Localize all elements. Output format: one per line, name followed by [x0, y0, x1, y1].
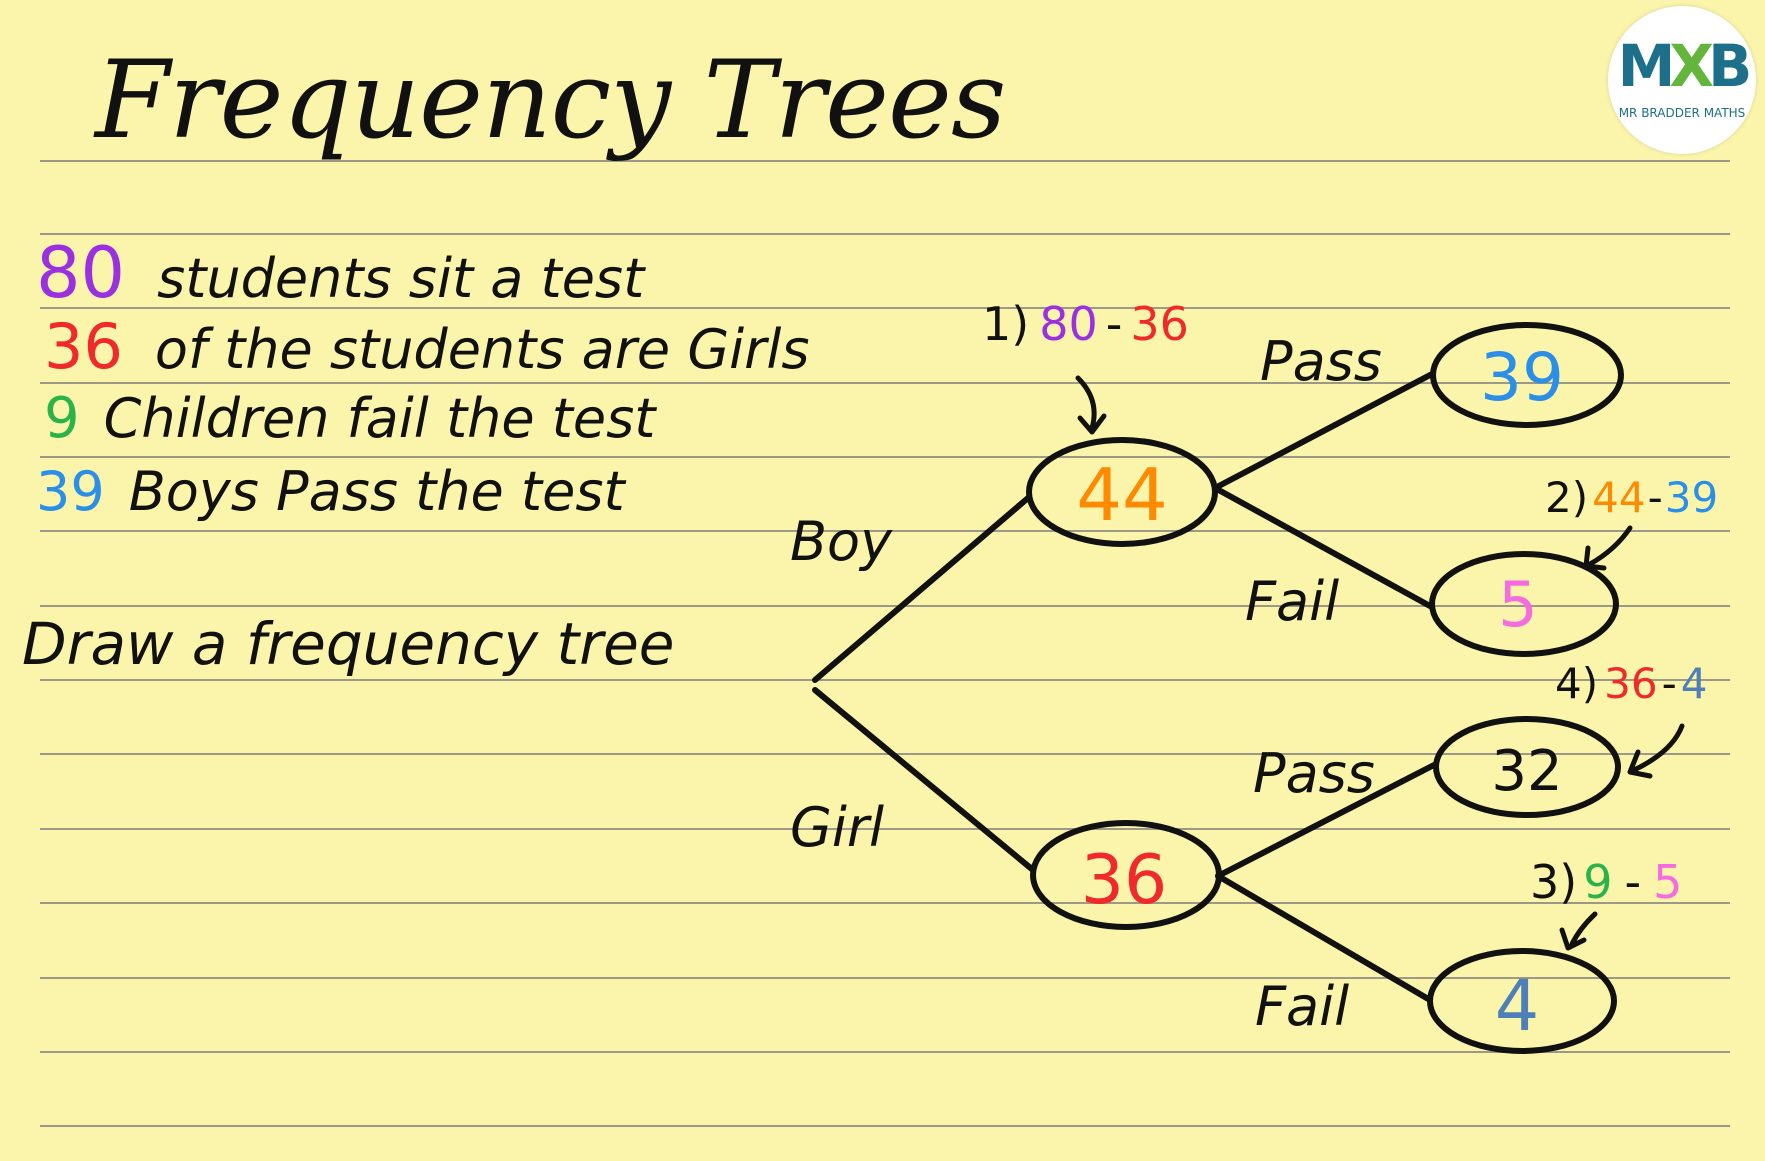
branch-label-boy-pass: Pass	[1260, 330, 1382, 393]
branch-label-girl-pass: Pass	[1253, 742, 1375, 805]
working-step-4: 4)36-4	[1555, 659, 1707, 708]
logo-subtitle: MR BRADDER MATHS	[1618, 106, 1746, 120]
problem-line-2: 36 of the students are Girls	[44, 310, 810, 383]
arrow-step-4	[1631, 723, 1685, 773]
logo-letter: B	[1708, 32, 1752, 100]
problem-text: of the students are Girls	[154, 318, 810, 381]
working-step-number: 3)	[1530, 855, 1577, 909]
node-value-girl-pass: 32	[1491, 739, 1562, 804]
arrow-step-3	[1569, 911, 1598, 947]
ruled-line	[40, 307, 1730, 309]
ruled-line	[40, 828, 1730, 830]
problem-line-4: 39 Boys Pass the test	[36, 460, 625, 523]
arrow-head-icon	[1583, 545, 1607, 571]
problem-value: 80	[36, 232, 126, 314]
node-girl	[1030, 820, 1222, 930]
working-operand-a: 44	[1592, 473, 1645, 522]
branch-girl	[812, 687, 1036, 873]
problem-text: Children fail the test	[103, 387, 656, 450]
ruled-line	[40, 530, 1730, 532]
working-operand-a: 80	[1039, 297, 1098, 351]
node-girl-fail	[1427, 948, 1617, 1054]
ruled-line	[40, 902, 1730, 904]
working-operand-b: 36	[1130, 297, 1189, 351]
working-operand-b: 4	[1681, 659, 1708, 708]
ruled-line	[40, 1051, 1730, 1053]
node-value-boy: 44	[1076, 453, 1168, 537]
branch-boy-fail	[1212, 485, 1433, 609]
working-operand-a: 9	[1583, 855, 1612, 909]
branch-girl-pass	[1215, 762, 1437, 879]
branch-boy	[812, 495, 1031, 683]
working-operator: -	[1662, 659, 1677, 708]
node-boy-fail	[1429, 551, 1619, 657]
logo-letter: M	[1617, 32, 1676, 100]
ruled-line	[40, 456, 1730, 458]
working-step-1: 1)80-36	[982, 297, 1189, 351]
logo-letter: X	[1669, 32, 1714, 100]
node-boy-pass	[1430, 322, 1624, 428]
logo-mark-icon: MXB	[1608, 32, 1756, 100]
node-girl-pass	[1433, 716, 1621, 818]
arrow-head-icon	[1627, 749, 1653, 779]
ruled-line	[40, 382, 1730, 384]
working-operator: -	[1625, 855, 1642, 909]
working-step-2: 2)44-39	[1545, 473, 1718, 522]
arrow-head-icon	[1559, 927, 1587, 951]
instruction-text: Draw a frequency tree	[22, 610, 675, 678]
problem-line-3: 9 Children fail the test	[44, 386, 655, 451]
branch-label-boy: Boy	[790, 510, 893, 573]
branch-label-girl: Girl	[790, 796, 884, 859]
problem-value: 36	[44, 310, 123, 383]
working-step-number: 2)	[1545, 473, 1588, 522]
ruled-line	[40, 753, 1730, 755]
ruled-line	[40, 233, 1730, 235]
node-value-boy-pass: 39	[1480, 339, 1564, 416]
node-value-girl-fail: 4	[1495, 965, 1540, 1047]
page-title: Frequency Trees	[95, 38, 1006, 163]
working-operand-b: 39	[1665, 473, 1718, 522]
ruled-line	[40, 160, 1730, 162]
branch-boy-pass	[1212, 371, 1435, 491]
working-operand-b: 5	[1653, 855, 1682, 909]
arrow-step-1	[1075, 375, 1097, 431]
branch-label-girl-fail: Fail	[1255, 975, 1349, 1038]
working-operator: -	[1648, 473, 1663, 522]
problem-text: students sit a test	[157, 247, 645, 310]
node-value-boy-fail: 5	[1498, 568, 1537, 641]
arrow-head-icon	[1077, 413, 1107, 435]
working-operand-a: 36	[1604, 659, 1657, 708]
ruled-line	[40, 977, 1730, 979]
branch-label-boy-fail: Fail	[1245, 570, 1339, 633]
problem-text: Boys Pass the test	[128, 460, 625, 523]
ruled-line	[40, 679, 1730, 681]
working-operator: -	[1106, 297, 1123, 351]
mr-bradder-maths-logo: MXB MR BRADDER MATHS	[1608, 6, 1756, 154]
working-step-number: 1)	[982, 297, 1029, 351]
ruled-line	[40, 1125, 1730, 1127]
node-value-girl: 36	[1081, 841, 1168, 920]
ruled-line	[40, 605, 1730, 607]
problem-line-1: 80 students sit a test	[36, 232, 644, 314]
working-step-3: 3)9-5	[1530, 855, 1682, 909]
arrow-step-2	[1587, 525, 1633, 567]
problem-value: 9	[44, 386, 80, 451]
node-boy	[1026, 437, 1218, 547]
branch-girl-fail	[1215, 873, 1433, 1003]
problem-value: 39	[36, 460, 105, 523]
working-step-number: 4)	[1555, 659, 1598, 708]
